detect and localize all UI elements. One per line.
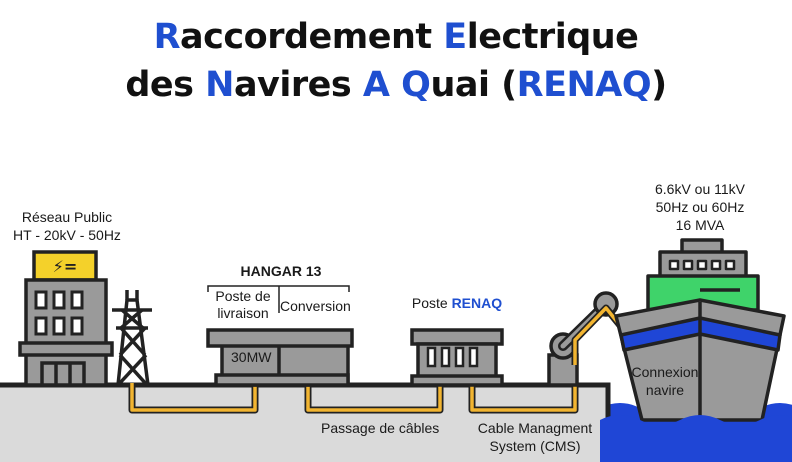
conversion-label: Conversion bbox=[280, 298, 351, 314]
title-segment: des bbox=[125, 65, 206, 105]
cable-passage-label: Passage de câbles bbox=[321, 420, 440, 436]
poste-renaq-label: Poste RENAQ bbox=[404, 294, 510, 312]
title-segment: accordement bbox=[180, 17, 444, 57]
poste-livraison-label-line-2: livraison bbox=[217, 305, 269, 321]
cms-label-line-1: Cable Managment bbox=[477, 420, 593, 436]
pylon-icon bbox=[112, 290, 152, 387]
cms-label-line-2: System (CMS) bbox=[489, 438, 581, 454]
cms-label: Cable Managment System (CMS) bbox=[476, 419, 594, 455]
poste-renaq-building bbox=[410, 328, 504, 387]
ship-connection-label-line-1: Connexion bbox=[631, 364, 699, 380]
poste-livraison-label-line-1: Poste de bbox=[215, 288, 271, 304]
ship-specs-label: 6.6kV ou 11kV 50Hz ou 60Hz 16 MVA bbox=[640, 180, 760, 234]
title-segment: uai ( bbox=[430, 65, 517, 105]
poste-renaq-name: RENAQ bbox=[451, 295, 503, 311]
ship-spec-power: 16 MVA bbox=[675, 217, 725, 233]
public-network-label-line-2: HT - 20kV - 50Hz bbox=[13, 227, 121, 243]
ship-spec-frequency: 50Hz ou 60Hz bbox=[655, 199, 745, 215]
hangar-brackets bbox=[207, 285, 350, 313]
ship-icon bbox=[600, 238, 792, 462]
title-segment: lectrique bbox=[466, 17, 639, 57]
title-segment: R bbox=[153, 17, 181, 57]
ship-connection-label-line-2: navire bbox=[645, 382, 685, 398]
lightning-icon: ⚡= bbox=[53, 257, 78, 276]
hangar-13-building bbox=[206, 328, 354, 387]
ship-spec-voltage: 6.6kV ou 11kV bbox=[654, 181, 746, 197]
power-label: 30MW bbox=[231, 349, 272, 365]
public-network-label-line-1: Réseau Public bbox=[21, 209, 113, 225]
poste-renaq-prefix: Poste bbox=[411, 295, 452, 311]
title-segment: N bbox=[205, 65, 234, 105]
title-segment: ) bbox=[651, 65, 667, 105]
hangar-title: HANGAR 13 bbox=[240, 263, 322, 279]
public-network-building bbox=[18, 250, 114, 387]
poste-livraison-label: Poste de livraison bbox=[208, 288, 278, 322]
power-sign bbox=[32, 250, 98, 282]
title-segment: E bbox=[443, 17, 467, 57]
public-network-label: Réseau Public HT - 20kV - 50Hz bbox=[12, 208, 122, 244]
page-title-line-2: des Navires A Quai (RENAQ) bbox=[0, 68, 792, 103]
title-segment: avires bbox=[233, 65, 363, 105]
title-segment: A bbox=[362, 65, 390, 105]
page-title-line-1: Raccordement Electrique bbox=[0, 20, 792, 55]
ship-connection-label: Connexion navire bbox=[630, 363, 700, 399]
title-segment: RENAQ bbox=[516, 65, 652, 105]
title-segment: Q bbox=[401, 65, 431, 105]
